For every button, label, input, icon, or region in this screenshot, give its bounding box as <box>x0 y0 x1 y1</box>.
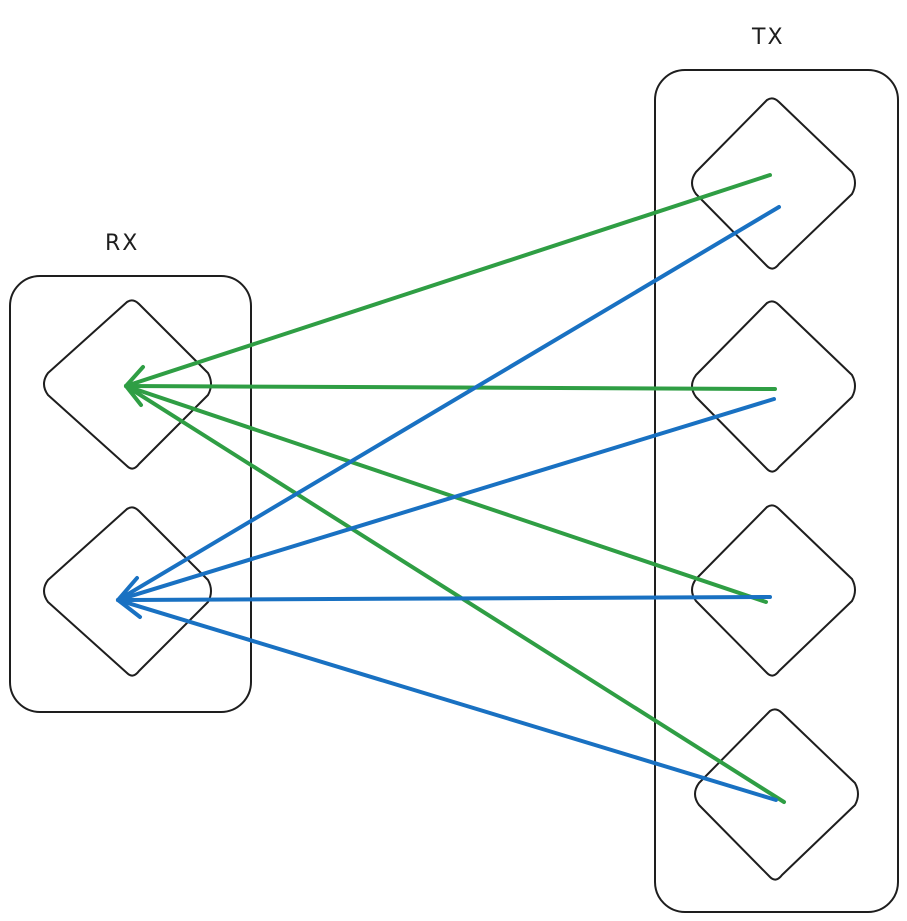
tx-node-2[interactable] <box>691 300 856 473</box>
tx-node-1[interactable] <box>691 97 856 270</box>
edge-tx2-rx2[interactable] <box>116 397 776 602</box>
tx-node-3[interactable] <box>691 504 856 677</box>
edge-tx3-rx2[interactable] <box>116 595 772 602</box>
edge-tx1-rx2[interactable] <box>116 205 781 602</box>
edge-tx4-rx2[interactable] <box>116 598 778 802</box>
edge-tx1-rx1[interactable] <box>124 173 772 388</box>
rx-node-1[interactable] <box>43 299 212 470</box>
tx-label: TX <box>751 25 785 50</box>
green-edges <box>124 173 786 804</box>
rx-label: RX <box>105 231 139 256</box>
arrowhead-rx2 <box>116 576 142 619</box>
rx-node-2[interactable] <box>43 506 212 677</box>
blue-edges <box>116 205 781 802</box>
tx-node-4[interactable] <box>694 708 859 881</box>
edge-tx3-rx1[interactable] <box>124 384 768 604</box>
arrowhead-rx1 <box>124 365 145 407</box>
rx-container[interactable] <box>9 275 252 713</box>
edge-tx4-rx1[interactable] <box>124 384 786 804</box>
edge-tx2-rx1[interactable] <box>124 384 777 391</box>
tx-container[interactable] <box>654 69 899 913</box>
